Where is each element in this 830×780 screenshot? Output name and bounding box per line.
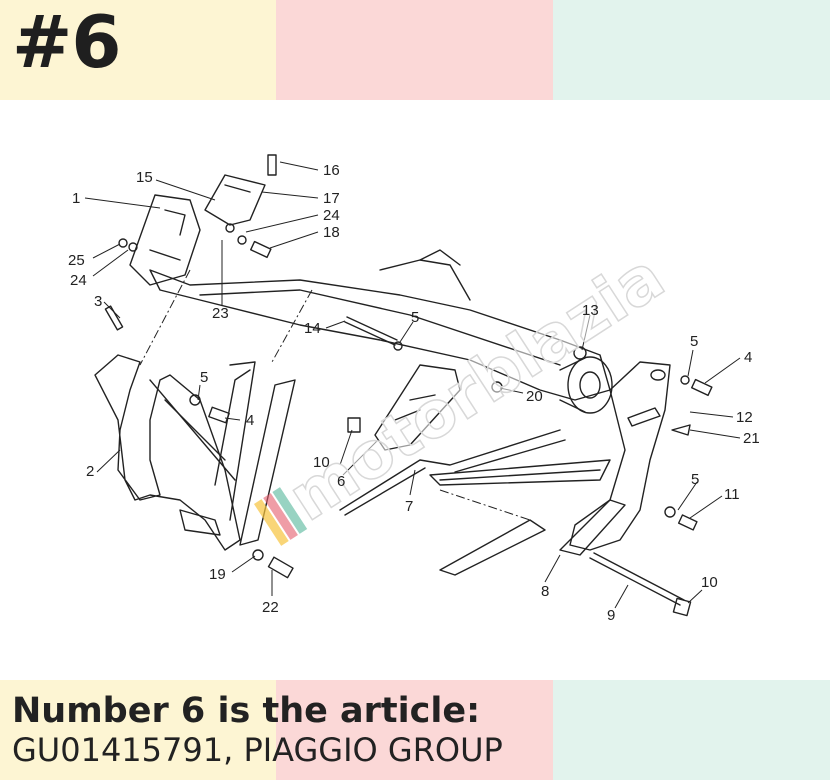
callout-3: 3 (94, 293, 102, 310)
callout-4b: 4 (246, 412, 254, 429)
part-14-rod (344, 321, 396, 346)
band-pink (276, 0, 553, 100)
callout-7: 7 (405, 498, 413, 515)
callout-2: 2 (86, 463, 94, 480)
caption-heading: Number 6 is the article: (12, 691, 481, 731)
callout-5b: 5 (411, 309, 419, 326)
frame-drawing-svg: motorblazia 1 2 3 4 4 5 5 5 5 6 7 8 9 10… (68, 154, 760, 624)
callout-24a: 24 (323, 207, 340, 224)
callout-18: 18 (323, 224, 340, 241)
callout-16: 16 (323, 162, 340, 179)
callout-21: 21 (743, 430, 760, 447)
bottom-color-band (0, 680, 830, 780)
part-7-arm (339, 429, 561, 511)
callout-25: 25 (68, 252, 85, 269)
band-pink-bottom (276, 680, 553, 780)
main-frame-beam (149, 269, 611, 401)
part-6-bracket (374, 364, 461, 451)
band-mint (553, 0, 830, 100)
part-subframe (94, 354, 241, 551)
watermark-text: motorblazia (276, 240, 677, 536)
callout-4a: 4 (744, 349, 752, 366)
exploded-parts-diagram: motorblazia 1 2 3 4 4 5 5 5 5 6 7 8 9 10… (0, 100, 830, 680)
part-9-rod (589, 557, 681, 606)
band-mint-bottom (553, 680, 830, 780)
callout-20: 20 (526, 388, 543, 405)
callout-8: 8 (541, 583, 549, 600)
callout-10b: 10 (701, 574, 718, 591)
callout-19: 19 (209, 566, 226, 583)
callout-12: 12 (736, 409, 753, 426)
callout-labels: 1 2 3 4 4 5 5 5 5 6 7 8 9 10 10 11 12 13… (68, 162, 760, 624)
callout-5a: 5 (200, 369, 208, 386)
callout-22: 22 (262, 599, 279, 616)
callout-15: 15 (136, 169, 153, 186)
callout-14: 14 (304, 320, 321, 337)
callout-6: 6 (337, 473, 345, 490)
callout-5c: 5 (690, 333, 698, 350)
callout-10a: 10 (313, 454, 330, 471)
callout-23: 23 (212, 305, 229, 322)
part-plate (569, 361, 671, 551)
part-head-bracket (129, 194, 201, 286)
callout-17: 17 (323, 190, 340, 207)
callout-11: 11 (724, 486, 740, 503)
callout-1: 1 (72, 190, 80, 207)
band-yellow (0, 0, 276, 100)
top-color-band (0, 0, 830, 100)
caption-article-code: GU01415791, PIAGGIO GROUP (12, 731, 503, 769)
band-yellow-bottom (0, 680, 276, 780)
fasteners (104, 154, 713, 617)
callout-13: 13 (582, 302, 599, 319)
callout-24b: 24 (70, 272, 87, 289)
part-17-bracket (204, 174, 266, 226)
part-8-arm (429, 459, 611, 486)
item-number-badge: #6 (12, 0, 121, 84)
callout-5d: 5 (691, 471, 699, 488)
callout-9: 9 (607, 607, 615, 624)
